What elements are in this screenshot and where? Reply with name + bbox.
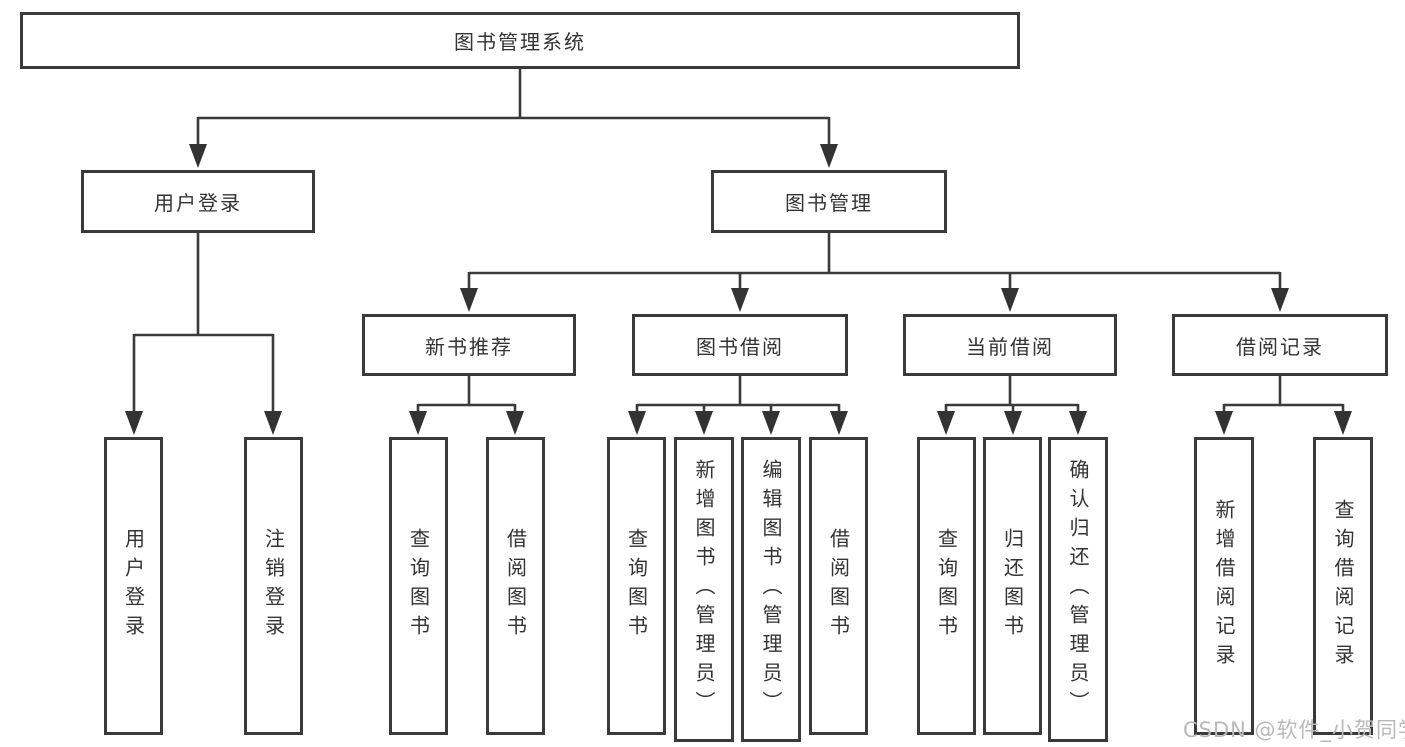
- node-book-borrow: 图书借阅: [632, 314, 848, 376]
- node-label: 注销登录: [261, 528, 286, 644]
- node-label: 查询图书: [624, 528, 649, 644]
- arrowhead-icon: [506, 411, 524, 435]
- leaf-return-book: 归还图书: [983, 437, 1042, 735]
- connector-current-to-leaves: [944, 376, 1080, 414]
- leaf-add-borrow-record: 新增借阅记录: [1194, 437, 1254, 735]
- node-label: 借阅图书: [503, 528, 528, 644]
- arrowhead-icon: [731, 288, 749, 312]
- connector-borrow-to-leaves: [635, 376, 841, 414]
- node-label: 用户登录: [154, 191, 242, 215]
- node-label: 图书借阅: [696, 334, 784, 359]
- arrowhead-icon: [1004, 411, 1022, 435]
- leaf-logout: 注销登录: [244, 437, 303, 735]
- leaf-borrow-books-1: 借阅图书: [486, 437, 545, 735]
- leaf-edit-book-admin: 编辑图书（管理员）: [741, 437, 801, 742]
- leaf-confirm-return-admin: 确认归还（管理员）: [1048, 437, 1108, 742]
- node-label: 当前借阅: [966, 334, 1054, 359]
- leaf-query-books-1: 查询图书: [389, 437, 448, 735]
- connector-bookmgmt-to-l3: [467, 233, 1282, 291]
- node-root-system: 图书管理系统: [20, 12, 1020, 69]
- leaf-query-books-2: 查询图书: [607, 437, 666, 735]
- node-label: 新增借阅记录: [1212, 499, 1236, 673]
- node-label: 查询借阅记录: [1331, 499, 1355, 673]
- node-label: 查询图书: [406, 528, 431, 644]
- arrowhead-icon: [830, 411, 848, 435]
- arrowhead-icon: [125, 411, 143, 435]
- arrowhead-icon: [1271, 288, 1289, 312]
- leaf-borrow-books-2: 借阅图书: [809, 437, 868, 735]
- arrowhead-icon: [628, 411, 646, 435]
- arrowhead-icon: [937, 411, 955, 435]
- node-label: 图书管理: [785, 191, 873, 215]
- node-label: 新增图书（管理员）: [692, 459, 716, 720]
- connector-newbook-to-leaves: [416, 376, 517, 414]
- node-current-borrow: 当前借阅: [903, 314, 1117, 376]
- arrowhead-icon: [189, 144, 207, 168]
- arrowhead-icon: [1001, 288, 1019, 312]
- arrowhead-icon: [1334, 411, 1352, 435]
- node-user-login-branch: 用户登录: [81, 170, 315, 233]
- node-label: 归还图书: [1000, 528, 1025, 644]
- arrowhead-icon: [1215, 411, 1233, 435]
- node-borrow-records: 借阅记录: [1172, 314, 1388, 376]
- node-label: 借阅记录: [1236, 334, 1324, 359]
- node-book-management: 图书管理: [711, 170, 947, 233]
- node-label: 新书推荐: [425, 334, 513, 359]
- leaf-query-books-3: 查询图书: [917, 437, 976, 735]
- arrowhead-icon: [762, 411, 780, 435]
- leaf-add-book-admin: 新增图书（管理员）: [674, 437, 734, 742]
- connector-root-to-l2: [196, 68, 831, 146]
- connector-records-to-leaves: [1222, 376, 1345, 414]
- node-label: 编辑图书（管理员）: [759, 459, 783, 720]
- csdn-watermark: CSDN @软件_小贺同学: [1183, 718, 1405, 742]
- arrowhead-icon: [695, 411, 713, 435]
- node-label: 借阅图书: [826, 528, 851, 644]
- arrowhead-icon: [409, 411, 427, 435]
- node-label: 图书管理系统: [454, 30, 586, 54]
- arrowhead-icon: [460, 288, 478, 312]
- connector-userlogin-to-leaves: [132, 233, 275, 414]
- node-label: 用户登录: [121, 528, 146, 644]
- leaf-query-borrow-record: 查询借阅记录: [1313, 437, 1373, 735]
- node-new-book-recommend: 新书推荐: [362, 314, 576, 376]
- arrowhead-icon: [1069, 411, 1087, 435]
- arrowhead-icon: [820, 144, 838, 168]
- leaf-user-login: 用户登录: [104, 437, 163, 735]
- node-label: 确认归还（管理员）: [1066, 459, 1090, 720]
- node-label: 查询图书: [934, 528, 959, 644]
- arrowhead-icon: [264, 411, 282, 435]
